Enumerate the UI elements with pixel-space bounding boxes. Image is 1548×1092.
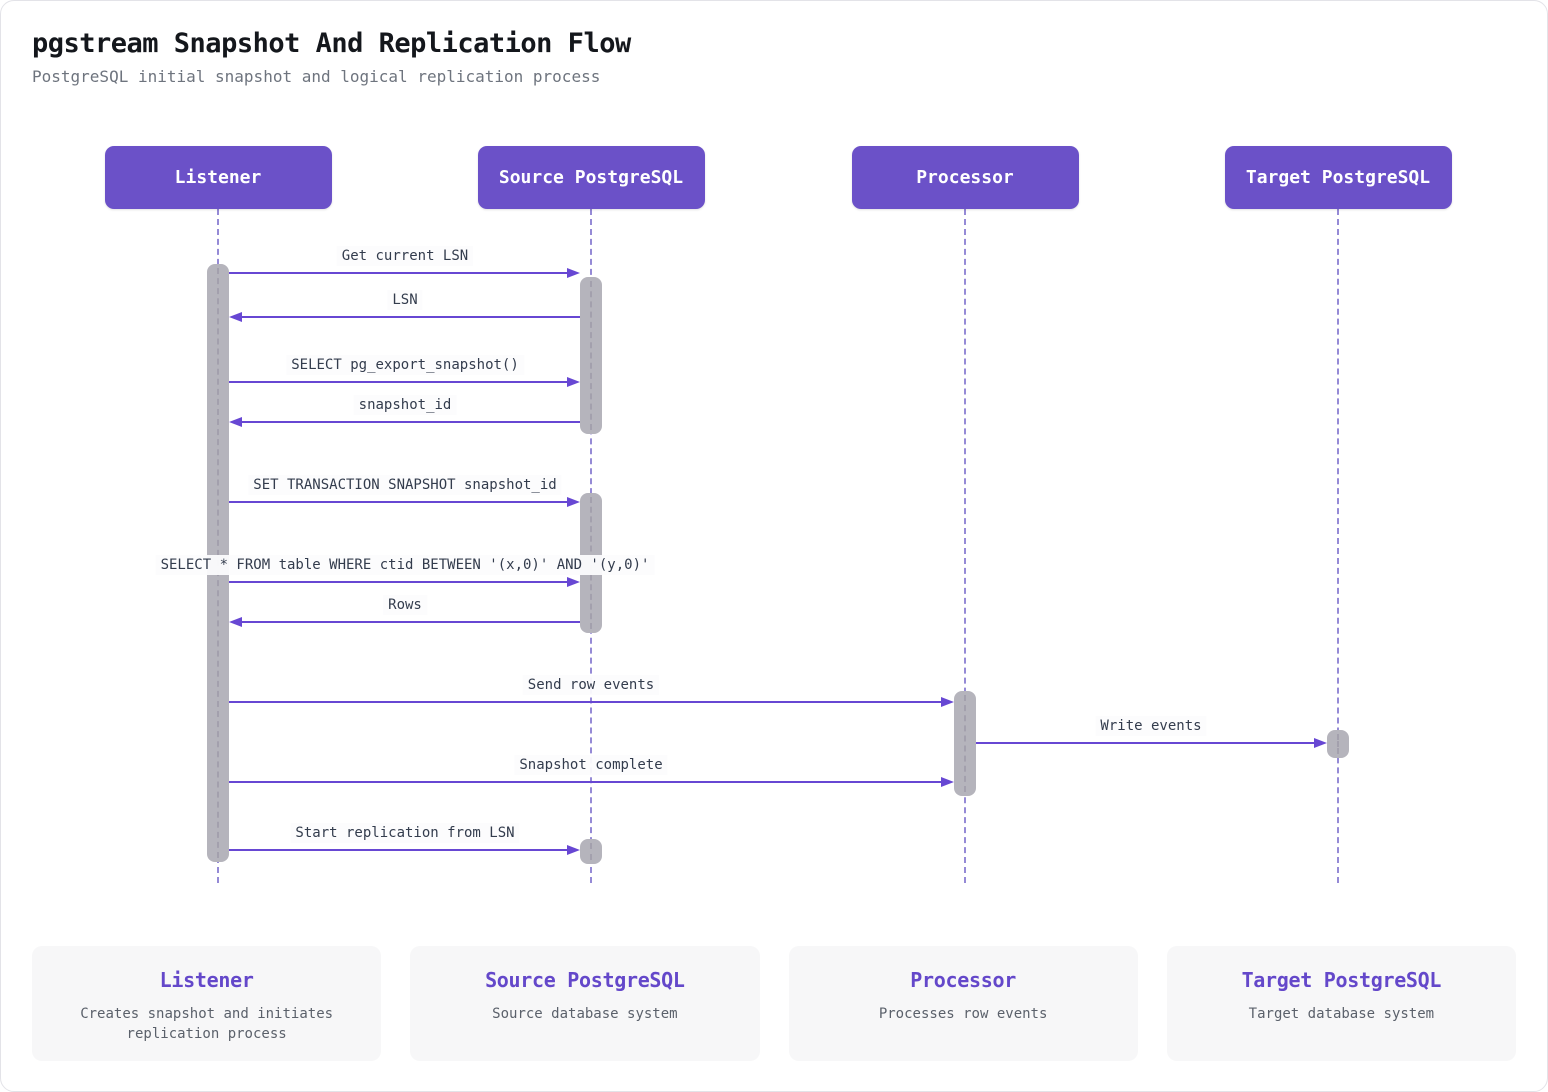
page-subtitle: PostgreSQL initial snapshot and logical …: [32, 67, 601, 86]
arrowhead-icon: [1314, 737, 1327, 748]
message-label: Start replication from LSN: [290, 823, 520, 843]
actor-box-listener: Listener: [104, 146, 332, 209]
message-line: [229, 701, 943, 703]
message-line: [229, 501, 569, 503]
lifeline-target: [1337, 209, 1339, 883]
actor-label: Processor: [916, 167, 1014, 188]
legend-card-description: Creates snapshot and initiates replicati…: [80, 1006, 334, 1042]
legend-card-description: Source database system: [492, 1006, 678, 1022]
legend-card-title: Listener: [159, 968, 254, 992]
arrowhead-icon: [941, 776, 954, 787]
legend-card-target-postgresql: Target PostgreSQL Target database system: [1166, 946, 1516, 1061]
actor-box-source: Source PostgreSQL: [477, 146, 705, 209]
message-label: Write events: [1095, 716, 1207, 736]
activation-dash: [590, 843, 592, 860]
legend-card-processor: Processor Processes row events: [788, 946, 1138, 1061]
activation-dash: [964, 695, 966, 792]
legend-card-title: Target PostgreSQL: [1241, 968, 1442, 992]
message-label: SELECT * FROM table WHERE ctid BETWEEN '…: [155, 555, 655, 575]
message-label: SELECT pg_export_snapshot(): [286, 355, 524, 375]
message-line: [229, 381, 569, 383]
arrowhead-icon: [567, 496, 580, 507]
message-label: Get current LSN: [336, 246, 474, 266]
actor-box-target: Target PostgreSQL: [1224, 146, 1452, 209]
arrowhead-icon: [229, 416, 242, 427]
message-label: snapshot_id: [353, 395, 457, 415]
activation-dash: [590, 281, 592, 430]
legend: Listener Creates snapshot and initiates …: [32, 946, 1516, 1061]
legend-card-description: Target database system: [1248, 1006, 1435, 1022]
message-line: [229, 781, 943, 783]
page-title: pgstream Snapshot And Replication Flow: [32, 28, 631, 59]
lifeline-processor: [964, 209, 966, 883]
activation-bar-source: [580, 839, 602, 864]
arrowhead-icon: [567, 844, 580, 855]
actor-label: Target PostgreSQL: [1245, 167, 1431, 188]
legend-card-description: Processes row events: [878, 1006, 1048, 1022]
actor-box-processor: Processor: [851, 146, 1079, 209]
message-label: Send row events: [522, 675, 660, 695]
legend-card-title: Processor: [910, 968, 1016, 992]
message-line: [240, 316, 580, 318]
message-label: SET TRANSACTION SNAPSHOT snapshot_id: [248, 475, 562, 495]
header: pgstream Snapshot And Replication Flow P…: [32, 27, 631, 86]
arrowhead-icon: [229, 311, 242, 322]
legend-card-source-postgresql: Source PostgreSQL Source database system: [410, 946, 760, 1061]
activation-bar-source: [580, 277, 602, 434]
arrowhead-icon: [567, 576, 580, 587]
legend-card-title: Source PostgreSQL: [485, 968, 685, 992]
actor-label: Source PostgreSQL: [498, 167, 684, 188]
activation-bar-processor: [954, 691, 976, 796]
arrowhead-icon: [567, 376, 580, 387]
activation-dash: [1337, 734, 1339, 754]
message-line: [229, 849, 569, 851]
message-line: [240, 421, 580, 423]
actor-label: Listener: [174, 167, 262, 188]
arrowhead-icon: [229, 616, 242, 627]
arrowhead-icon: [941, 696, 954, 707]
activation-bar-target: [1327, 730, 1349, 758]
message-line: [229, 581, 569, 583]
message-label: Rows: [383, 595, 427, 615]
legend-card-listener: Listener Creates snapshot and initiates …: [32, 946, 382, 1061]
message-line: [240, 621, 580, 623]
arrowhead-icon: [567, 267, 580, 278]
message-label: Snapshot complete: [514, 755, 668, 775]
message-line: [229, 272, 569, 274]
message-label: LSN: [387, 290, 423, 310]
message-line: [976, 742, 1316, 744]
